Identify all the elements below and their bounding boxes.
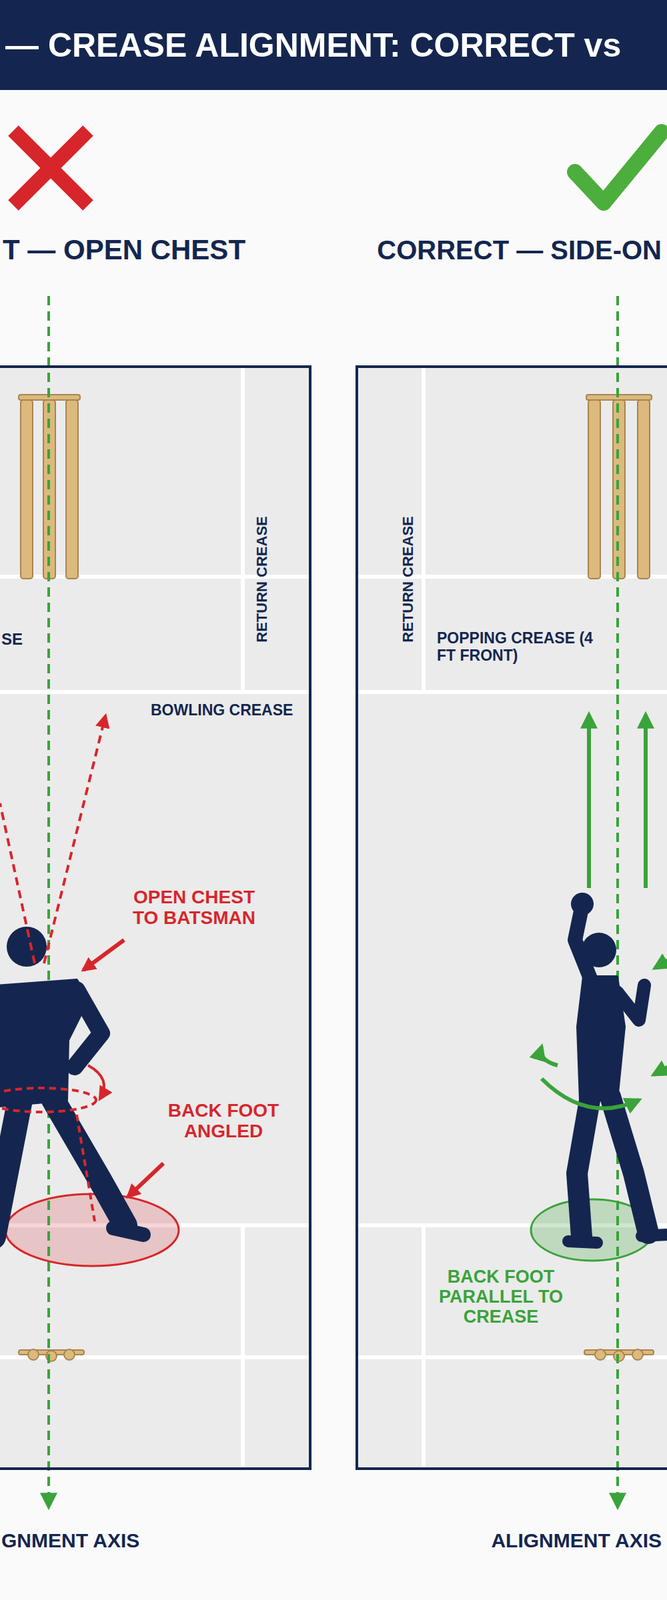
axis-label: ALIGNMENT AXIS — [490, 1530, 662, 1553]
panel-heading: T — OPEN CHEST — [2, 234, 246, 266]
title-bar — [0, 0, 667, 91]
bowler-open-chest — [0, 927, 144, 1238]
crease-label: RETURN CREASE — [254, 516, 271, 643]
direction-arrows — [540, 715, 667, 1109]
wrong-mark — [13, 130, 89, 206]
bowler-end-stumps — [18, 1350, 654, 1363]
leader-arrow — [83, 940, 164, 1198]
callout-text: BACK FOOT ANGLED — [160, 1100, 287, 1143]
callout-text: BACK FOOT PARALLEL TO CREASE — [434, 1267, 568, 1328]
crease-label: RETURN CREASE — [400, 516, 417, 643]
crease-lines — [0, 366, 667, 1470]
alignment-axis — [47, 296, 51, 1508]
alignment-axis — [616, 296, 619, 1508]
bowler-side-on — [568, 893, 667, 1244]
callout-text: OPEN CHEST TO BATSMAN — [127, 887, 261, 930]
pitch-field — [355, 365, 667, 1471]
pitch-field — [0, 365, 312, 1471]
panel-heading: CORRECT — SIDE-ON — [376, 235, 662, 266]
title: — CREASE ALIGNMENT: CORRECT vs — [5, 26, 621, 65]
axis-label: GNMENT AXIS — [1, 1530, 140, 1553]
rotation-cues — [0, 716, 106, 1222]
correct-mark — [574, 132, 662, 203]
crease-label: BOWLING CREASE — [150, 702, 293, 720]
crease-label: SE — [1, 630, 23, 649]
crease-label: POPPING CREASE (4 FT FRONT) — [436, 630, 597, 665]
